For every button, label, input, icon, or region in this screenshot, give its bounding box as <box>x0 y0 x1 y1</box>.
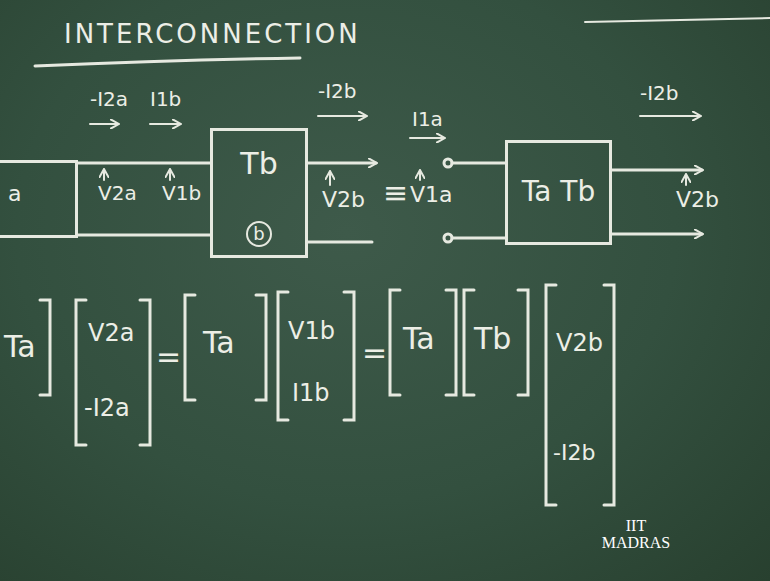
equivalence-sign: ≡ <box>383 176 408 211</box>
network-box: Tb b <box>210 128 308 258</box>
voltage-arrow <box>685 175 687 185</box>
voltage-label: V1a <box>410 182 453 207</box>
current-label: -I2a <box>90 88 128 111</box>
network-box: a <box>0 160 78 238</box>
voltage-label: V2b <box>676 187 719 212</box>
box-label: a <box>8 181 21 206</box>
matrix-bracket <box>278 292 288 420</box>
matrix-bracket <box>40 300 50 395</box>
matrix-entry: V2b <box>556 330 603 358</box>
matrix-bracket <box>546 285 556 505</box>
voltage-arrow <box>419 171 421 180</box>
matrix-entry: Tb <box>474 322 511 357</box>
matrix-bracket <box>446 290 456 395</box>
matrix-entry: Ta <box>403 322 435 357</box>
port-wire <box>452 162 505 165</box>
equals-sign: = <box>156 340 181 375</box>
matrix-bracket <box>140 300 150 445</box>
voltage-arrow <box>169 170 171 180</box>
matrix-bracket <box>464 290 474 395</box>
matrix-entry: V2a <box>88 320 134 348</box>
port-circle-label: b <box>246 221 272 247</box>
current-label: -I2b <box>318 80 357 103</box>
voltage-label: V1b <box>162 182 201 205</box>
box-label: Ta Tb <box>522 176 595 208</box>
port-wire <box>452 237 505 240</box>
current-arrow <box>150 123 180 125</box>
voltage-arrow <box>103 170 105 180</box>
board-mark <box>585 18 770 22</box>
matrix-entry: V1b <box>288 318 335 346</box>
title-underline <box>35 58 300 66</box>
matrix-bracket <box>256 295 266 400</box>
port-wires <box>78 163 210 235</box>
matrix-bracket <box>604 285 614 505</box>
matrix-entry: I1b <box>292 380 330 408</box>
port-wire <box>612 233 702 236</box>
board-title: INTERCONNECTION <box>64 20 361 50</box>
matrix-bracket <box>518 290 528 395</box>
voltage-arrow <box>329 172 331 185</box>
matrix-entry: -I2b <box>553 440 595 465</box>
port-wire <box>612 169 702 172</box>
matrix-bracket <box>344 292 354 420</box>
current-label: -I2b <box>640 82 679 105</box>
port-wire <box>308 241 372 244</box>
equals-sign: = <box>362 336 387 371</box>
matrix-entry: Ta <box>203 326 235 361</box>
current-arrow <box>410 137 444 139</box>
matrix-entry: Ta <box>4 330 36 365</box>
matrix-entry: -I2a <box>84 395 130 423</box>
current-label: I1b <box>150 88 181 111</box>
matrix-bracket <box>390 290 400 395</box>
box-label: Tb <box>240 147 277 182</box>
watermark: IIT MADRAS <box>596 518 676 552</box>
voltage-label: V2a <box>98 182 137 205</box>
matrix-bracket <box>76 300 86 445</box>
current-label: I1a <box>412 108 443 131</box>
current-arrow <box>318 115 366 117</box>
current-arrow <box>90 123 118 125</box>
current-arrow <box>640 115 700 117</box>
voltage-label: V2b <box>322 187 365 212</box>
matrix-bracket <box>185 295 195 400</box>
port-wire <box>308 162 376 165</box>
network-box: Ta Tb <box>505 140 612 245</box>
